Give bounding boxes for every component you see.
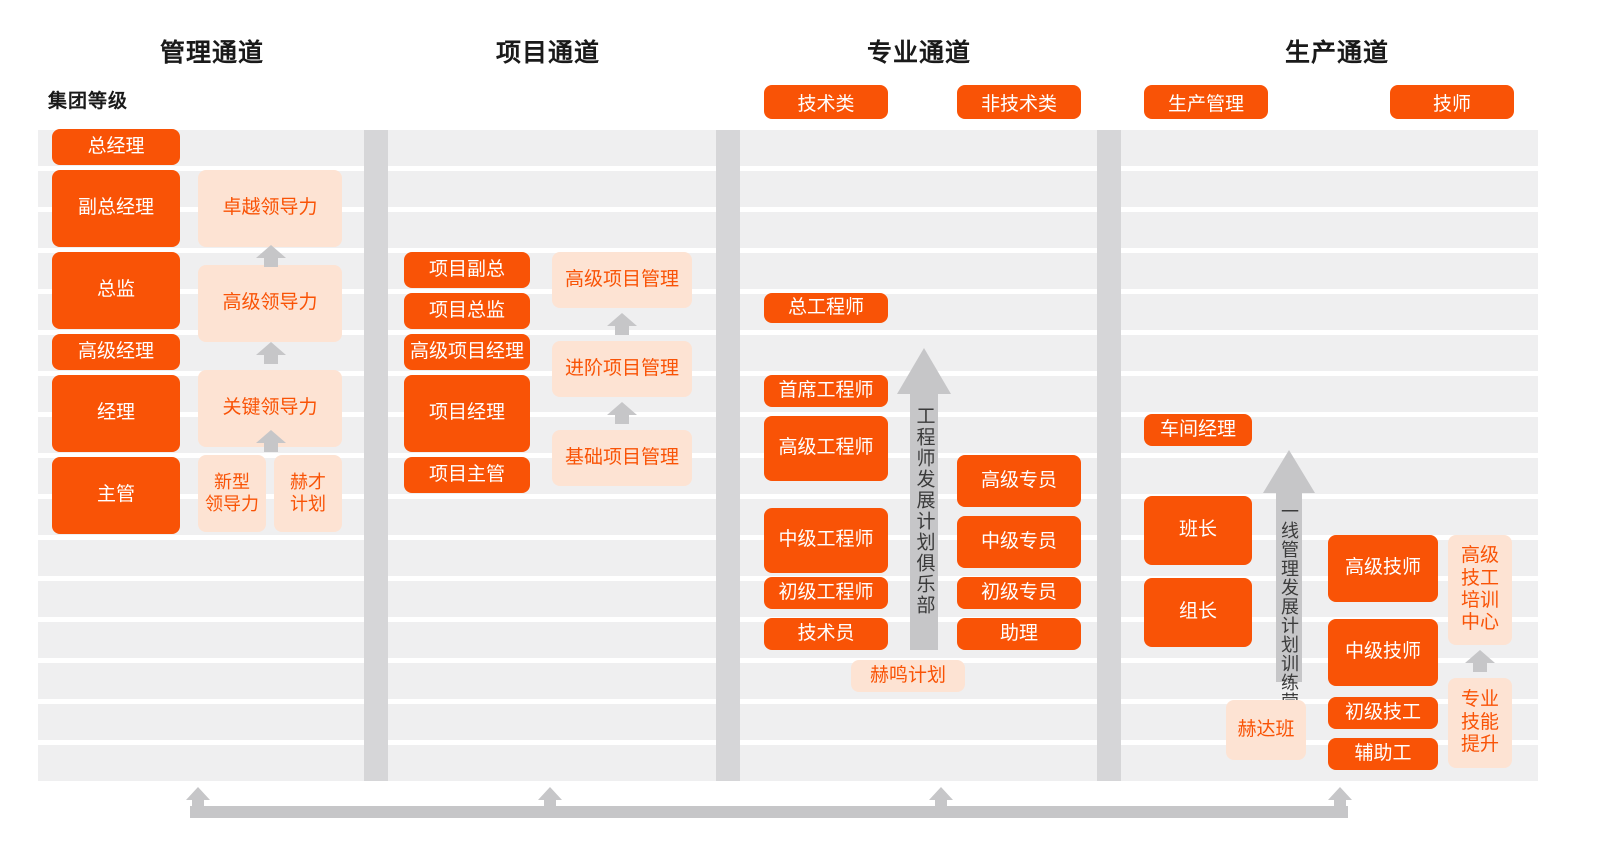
nontech-grade-box[interactable]: 初级专员 bbox=[957, 577, 1081, 609]
up-arrow-icon bbox=[256, 430, 286, 452]
technician-box[interactable]: 初级技工 bbox=[1328, 697, 1438, 729]
channel-title-production: 生产通道 bbox=[1284, 39, 1390, 67]
mgmt-program-box[interactable]: 新型 领导力 bbox=[198, 455, 266, 532]
column-separator-3 bbox=[1097, 130, 1121, 781]
channel-title-management: 管理通道 bbox=[159, 39, 265, 67]
prod-program-box[interactable]: 赫达班 bbox=[1226, 700, 1306, 760]
up-arrow-icon bbox=[1465, 650, 1495, 672]
category-pill-non-technical[interactable]: 非技术类 bbox=[957, 85, 1081, 119]
project-grade-box[interactable]: 项目副总 bbox=[404, 252, 530, 288]
professional-program-box[interactable]: 赫鸣计划 bbox=[851, 660, 965, 692]
mgmt-grade-box[interactable]: 高级经理 bbox=[52, 334, 180, 370]
grade-row bbox=[38, 130, 1538, 166]
mgmt-grade-box[interactable]: 副总经理 bbox=[52, 170, 180, 247]
tech-grade-box[interactable]: 技术员 bbox=[764, 618, 888, 650]
project-program-box[interactable]: 基础项目管理 bbox=[552, 430, 692, 486]
tech-grade-box[interactable]: 高级工程师 bbox=[764, 416, 888, 481]
nontech-grade-box[interactable]: 中级专员 bbox=[957, 516, 1081, 568]
technician-box[interactable]: 中级技师 bbox=[1328, 619, 1438, 686]
prod-mgmt-box[interactable]: 组长 bbox=[1144, 578, 1252, 647]
category-pill-prod-mgmt[interactable]: 生产管理 bbox=[1144, 85, 1268, 119]
mgmt-program-box[interactable]: 高级领导力 bbox=[198, 265, 342, 342]
engineer-development-arrow-label: 工程师发展计划俱乐部 bbox=[913, 406, 935, 616]
up-arrow-icon bbox=[256, 245, 286, 267]
project-grade-box[interactable]: 项目经理 bbox=[404, 375, 530, 452]
mgmt-grade-box[interactable]: 总监 bbox=[52, 252, 180, 329]
up-arrow-icon bbox=[607, 402, 637, 424]
mgmt-program-box[interactable]: 卓越领导力 bbox=[198, 170, 342, 247]
project-program-box[interactable]: 进阶项目管理 bbox=[552, 341, 692, 397]
up-arrow-icon bbox=[256, 342, 286, 364]
project-program-box[interactable]: 高级项目管理 bbox=[552, 252, 692, 308]
prod-program-box[interactable]: 专业 技能 提升 bbox=[1448, 678, 1512, 768]
nontech-grade-box[interactable]: 高级专员 bbox=[957, 455, 1081, 507]
prod-mgmt-box[interactable]: 班长 bbox=[1144, 496, 1252, 565]
up-arrow-icon bbox=[607, 313, 637, 335]
grade-row bbox=[38, 704, 1538, 740]
column-separator-2 bbox=[716, 130, 740, 781]
grade-row bbox=[38, 745, 1538, 781]
tech-grade-box[interactable]: 首席工程师 bbox=[764, 375, 888, 407]
channel-title-project: 项目通道 bbox=[495, 39, 601, 67]
mgmt-grade-box[interactable]: 总经理 bbox=[52, 129, 180, 165]
frontline-management-arrow: 一线管理发展计划训练营 bbox=[1262, 450, 1316, 711]
column-separator-1 bbox=[364, 130, 388, 781]
technician-box[interactable]: 高级技师 bbox=[1328, 535, 1438, 602]
category-pill-technician[interactable]: 技师 bbox=[1390, 85, 1514, 119]
project-grade-box[interactable]: 项目主管 bbox=[404, 457, 530, 493]
tech-grade-box[interactable]: 中级工程师 bbox=[764, 508, 888, 573]
mgmt-grade-box[interactable]: 经理 bbox=[52, 375, 180, 452]
project-grade-box[interactable]: 项目总监 bbox=[404, 293, 530, 329]
prod-program-box[interactable]: 高级 技工 培训 中心 bbox=[1448, 535, 1512, 645]
technician-box[interactable]: 辅助工 bbox=[1328, 738, 1438, 770]
tech-grade-box[interactable]: 总工程师 bbox=[764, 293, 888, 323]
frontline-management-arrow-label: 一线管理发展计划训练营 bbox=[1279, 502, 1299, 711]
grade-axis-label: 集团等级 bbox=[48, 91, 129, 112]
engineer-development-arrow: 工程师发展计划俱乐部 bbox=[897, 348, 951, 650]
prod-mgmt-box[interactable]: 车间经理 bbox=[1144, 414, 1252, 446]
tech-grade-box[interactable]: 初级工程师 bbox=[764, 577, 888, 609]
mgmt-program-box[interactable]: 赫才 计划 bbox=[274, 455, 342, 532]
category-pill-technical[interactable]: 技术类 bbox=[764, 85, 888, 119]
project-grade-box[interactable]: 高级项目经理 bbox=[404, 334, 530, 370]
nontech-grade-box[interactable]: 助理 bbox=[957, 618, 1081, 650]
mgmt-grade-box[interactable]: 主管 bbox=[52, 457, 180, 534]
channel-title-professional: 专业通道 bbox=[866, 39, 972, 67]
